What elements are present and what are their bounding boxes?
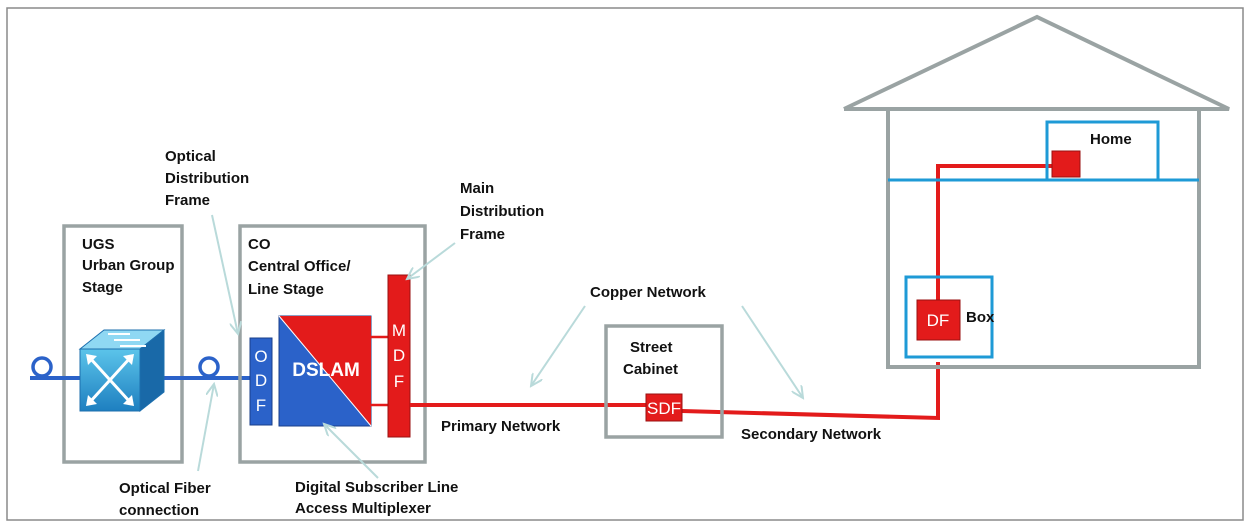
secondary-network-label: Secondary Network: [741, 426, 882, 443]
odf-letter: D: [255, 371, 267, 390]
dsl-callout-line1: Digital Subscriber Line: [295, 479, 458, 496]
home-socket-block: [1051, 150, 1081, 178]
home-label: Home: [1090, 131, 1132, 148]
dslam-label: DSLAM: [292, 360, 360, 381]
mdf-block: [387, 274, 411, 438]
odf-block: [249, 337, 273, 426]
box-label: Box: [966, 309, 995, 326]
ugs-label-line3: Stage: [82, 279, 123, 296]
odf-letter: F: [256, 396, 266, 415]
mdf-callout-line1: Main: [460, 180, 494, 197]
fiber-callout-line2: connection: [119, 502, 199, 519]
copper-primary-arrow: [531, 305, 586, 386]
secondary-copper-line: [681, 362, 940, 421]
odf-callout-line2: Distribution: [165, 170, 249, 187]
mdf-letter: M: [392, 321, 406, 340]
street-cabinet-label-line1: Street: [630, 339, 673, 356]
dslam-callout-arrow: [324, 424, 379, 479]
mdf-callout-line3: Frame: [460, 226, 505, 243]
ugs-label-line2: Urban Group: [82, 257, 175, 274]
mdf-callout-line2: Distribution: [460, 203, 544, 220]
switch-cube-icon: [78, 328, 166, 413]
co-frame: [238, 224, 427, 464]
copper-secondary-arrow: [741, 305, 803, 398]
co-label-line2: Central Office/: [248, 258, 351, 275]
primary-network-label: Primary Network: [441, 418, 561, 435]
ugs-label-line1: UGS: [82, 236, 115, 253]
odf-callout-arrow: [211, 214, 238, 334]
sdf-label: SDF: [647, 399, 681, 418]
odf-letter: O: [254, 347, 267, 366]
home-room: [1045, 120, 1160, 182]
co-label-line1: CO: [248, 236, 271, 253]
street-cabinet-label-line2: Cabinet: [623, 361, 678, 378]
street-cabinet-frame: [604, 324, 724, 439]
mdf-letter: D: [393, 346, 405, 365]
mdf-callout-arrow: [407, 242, 456, 279]
dsl-callout-line2: Access Multiplexer: [295, 500, 431, 517]
dslam-block: [278, 315, 372, 427]
odf-callout-line3: Frame: [165, 192, 210, 209]
box-room: [904, 275, 994, 359]
house-walls: [886, 107, 1201, 369]
copper-network-label: Copper Network: [590, 284, 707, 301]
fiber-callout-line1: Optical Fiber: [119, 480, 211, 497]
diagram-border: [6, 7, 1244, 521]
home-drop-line: [936, 164, 1052, 307]
ugs-frame: [62, 224, 184, 464]
odf-callout-line1: Optical: [165, 148, 216, 165]
co-label-line3: Line Stage: [248, 281, 324, 298]
mdf-letter: F: [394, 372, 404, 391]
df-block: [916, 299, 961, 341]
df-label: DF: [927, 311, 950, 330]
fiber-loop-icon: [31, 356, 53, 378]
sdf-block: [645, 393, 683, 422]
fiber-loop-icon: [198, 356, 220, 378]
fiber-callout-arrow: [197, 384, 214, 472]
